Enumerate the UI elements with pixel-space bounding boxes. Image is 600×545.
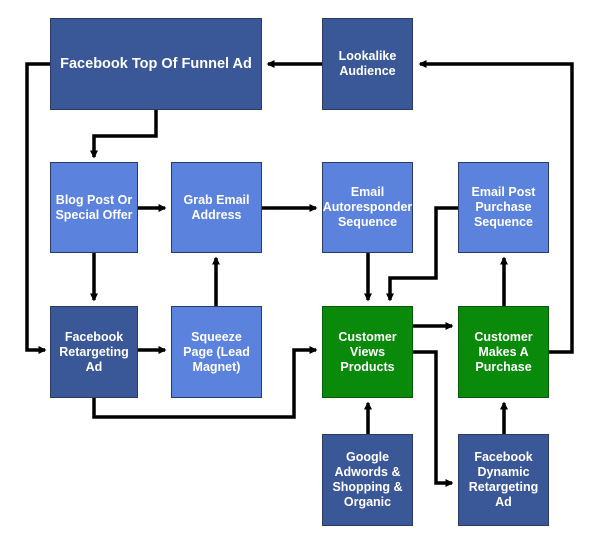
node-blog-post-special-offer: Blog Post Or Special Offer	[50, 162, 138, 253]
arrow-post-purchase-to-customer-views	[386, 206, 458, 302]
node-facebook-retargeting-ad: Facebook Retargeting Ad	[50, 306, 138, 398]
node-customer-makes-purchase: Customer Makes A Purchase	[458, 306, 549, 398]
arrow-top-funnel-to-blog-post	[90, 110, 158, 159]
node-lookalike-audience: Lookalike Audience	[322, 18, 413, 110]
node-grab-email-address: Grab Email Address	[171, 162, 262, 253]
arrow-retargeting-to-customer-views	[92, 346, 318, 419]
arrow-top-funnel-to-retargeting	[25, 62, 50, 354]
node-facebook-dynamic-retargeting-ad: Facebook Dynamic Retargeting Ad	[458, 434, 549, 526]
node-facebook-top-funnel-ad: Facebook Top Of Funnel Ad	[50, 18, 262, 110]
node-email-post-purchase-sequence: Email Post Purchase Sequence	[458, 162, 549, 253]
node-squeeze-page: Squeeze Page (Lead Magnet)	[171, 306, 262, 398]
arrow-purchase-to-lookalike	[418, 60, 574, 354]
node-google-adwords-shopping-organic: Google Adwords & Shopping & Organic	[322, 434, 413, 526]
node-customer-views-products: Customer Views Products	[322, 306, 413, 398]
arrow-customer-views-to-fb-dynamic	[413, 350, 454, 487]
node-email-autoresponder-sequence: Email Autoresponder Sequence	[322, 162, 413, 253]
